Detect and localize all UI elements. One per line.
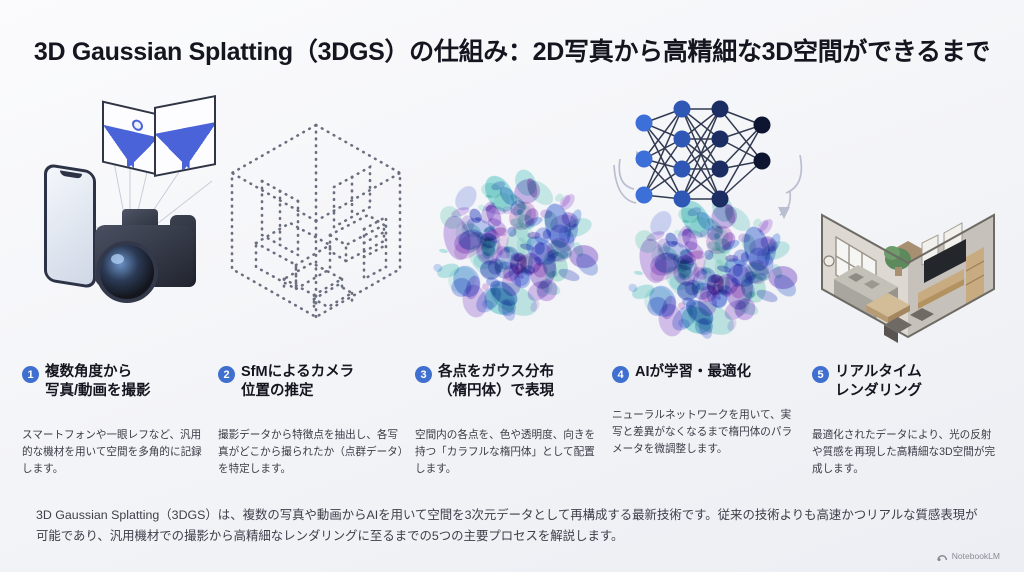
process-steps-container: 1 複数角度から 写真/動画を撮影 スマートフォンや一眼レフなど、汎用的な機材を… [0, 94, 1024, 485]
step-heading-line-1: リアルタイム [835, 364, 922, 380]
process-step-3: 3 各点をガウス分布 （楕円体）で表現 空間内の各点を、色や透明度、向きを持つ「… [415, 95, 611, 485]
nn-edge [643, 158, 683, 200]
mountain-image-icon [156, 122, 214, 175]
nn-node [635, 114, 653, 132]
step-4-description: ニューラルネットワークを用いて、実写と差異がなくなるまで楕円体のパラメータを微調… [612, 409, 793, 456]
step-number-badge: 3 [415, 366, 432, 383]
step-5-illustration [810, 95, 1006, 357]
nn-node [673, 100, 691, 118]
process-step-1: 1 複数角度から 写真/動画を撮影 スマートフォンや一眼レフなど、汎用的な機材を… [22, 94, 218, 485]
step-heading-line-2: 位置の推定 [241, 383, 314, 400]
nn-edge [719, 124, 763, 170]
gaussian-ellipsoids-icon [415, 95, 611, 357]
nn-node [673, 190, 691, 208]
nn-edge [681, 138, 721, 200]
step-1-description: スマートフォンや一眼レフなど、汎用的な機材を用いて空間を多角的に記録します。 [22, 429, 202, 476]
isometric-living-room-icon [821, 213, 995, 343]
step-1-illustration [22, 94, 218, 357]
notebooklm-icon [937, 554, 947, 561]
nn-edge [643, 122, 683, 170]
nn-node [711, 130, 729, 148]
step-heading-line-1: SfMによるカメラ [241, 364, 355, 380]
step-number-badge: 1 [22, 366, 39, 383]
step-number-badge: 5 [812, 366, 829, 383]
step-4-illustration [612, 95, 808, 357]
nn-node [635, 150, 653, 168]
step-5-description: 最適化されたデータにより、光の反射や質感を再現した高精細な3D空間が完成します。 [812, 429, 996, 476]
nn-edge [719, 124, 763, 200]
step-2-heading: 2 SfMによるカメラ 位置の推定 [218, 363, 414, 402]
step-5-heading: 5 リアルタイム レンダリング [812, 363, 1008, 402]
sun-icon [132, 118, 143, 133]
nn-edge [643, 108, 683, 196]
nn-edge [681, 108, 721, 170]
nn-edge [681, 108, 721, 200]
nn-edge [719, 108, 763, 162]
step-heading-line-1: AIが学習・最適化 [635, 364, 751, 380]
nn-edge [643, 122, 683, 200]
nn-node [711, 160, 729, 178]
nn-node [753, 116, 771, 134]
nn-node [711, 190, 729, 208]
camera-lens-icon [96, 241, 158, 303]
step-2-illustration [218, 95, 414, 357]
watermark: NotebookLM [937, 551, 1000, 561]
step-number-badge: 4 [612, 366, 629, 383]
nn-edge [719, 160, 763, 200]
step-3-description: 空間内の各点を、色や透明度、向きを持つ「カラフルな楕円体」として配置します。 [415, 429, 596, 476]
process-step-4: 4 AIが学習・最適化 ニューラルネットワークを用いて、実写と差異がなくなるまで… [612, 95, 808, 485]
step-heading-line-1: 複数角度から [45, 364, 132, 380]
step-number-badge: 2 [218, 366, 235, 383]
step-2-description: 撮影データから特徴点を抽出し、各写真がどこから撮られたか（点群データ）を特定しま… [218, 429, 404, 476]
nn-node [753, 152, 771, 170]
watermark-label: NotebookLM [951, 551, 1000, 561]
smartphone-icon [44, 162, 96, 290]
step-3-illustration [415, 95, 611, 357]
step-4-heading: 4 AIが学習・最適化 [612, 363, 808, 383]
step-heading-line-2: 写真/動画を撮影 [45, 383, 151, 400]
page-title: 3D Gaussian Splatting（3DGS）の仕組み：2D写真から高精… [33, 38, 991, 66]
nn-edge [643, 108, 683, 160]
nn-node [711, 100, 729, 118]
nn-edge [643, 138, 683, 196]
gaussian-ellipsoid [724, 254, 739, 262]
step-3-heading: 3 各点をガウス分布 （楕円体）で表現 [415, 363, 611, 402]
photo-frame-1 [102, 100, 158, 176]
point-cloud-room-icon [230, 123, 402, 319]
neural-network-icon [635, 100, 771, 208]
photo-frame-2 [154, 94, 216, 178]
step-1-heading: 1 複数角度から 写真/動画を撮影 [22, 363, 218, 402]
nn-node [673, 160, 691, 178]
process-step-5: 5 リアルタイム レンダリング 最適化されたデータにより、光の反射や質感を再現し… [810, 95, 1006, 485]
process-step-2: 2 SfMによるカメラ 位置の推定 撮影データから特徴点を抽出し、各写真がどこか… [218, 95, 414, 485]
step-heading-line-2: レンダリング [835, 383, 922, 400]
nn-node [635, 186, 653, 204]
step-heading-line-1: 各点をガウス分布 [438, 364, 554, 380]
step-heading-line-2: （楕円体）で表現 [438, 383, 554, 400]
nn-node [673, 130, 691, 148]
summary-text: 3D Gaussian Splatting（3DGS）は、複数の写真や動画からA… [36, 508, 978, 544]
